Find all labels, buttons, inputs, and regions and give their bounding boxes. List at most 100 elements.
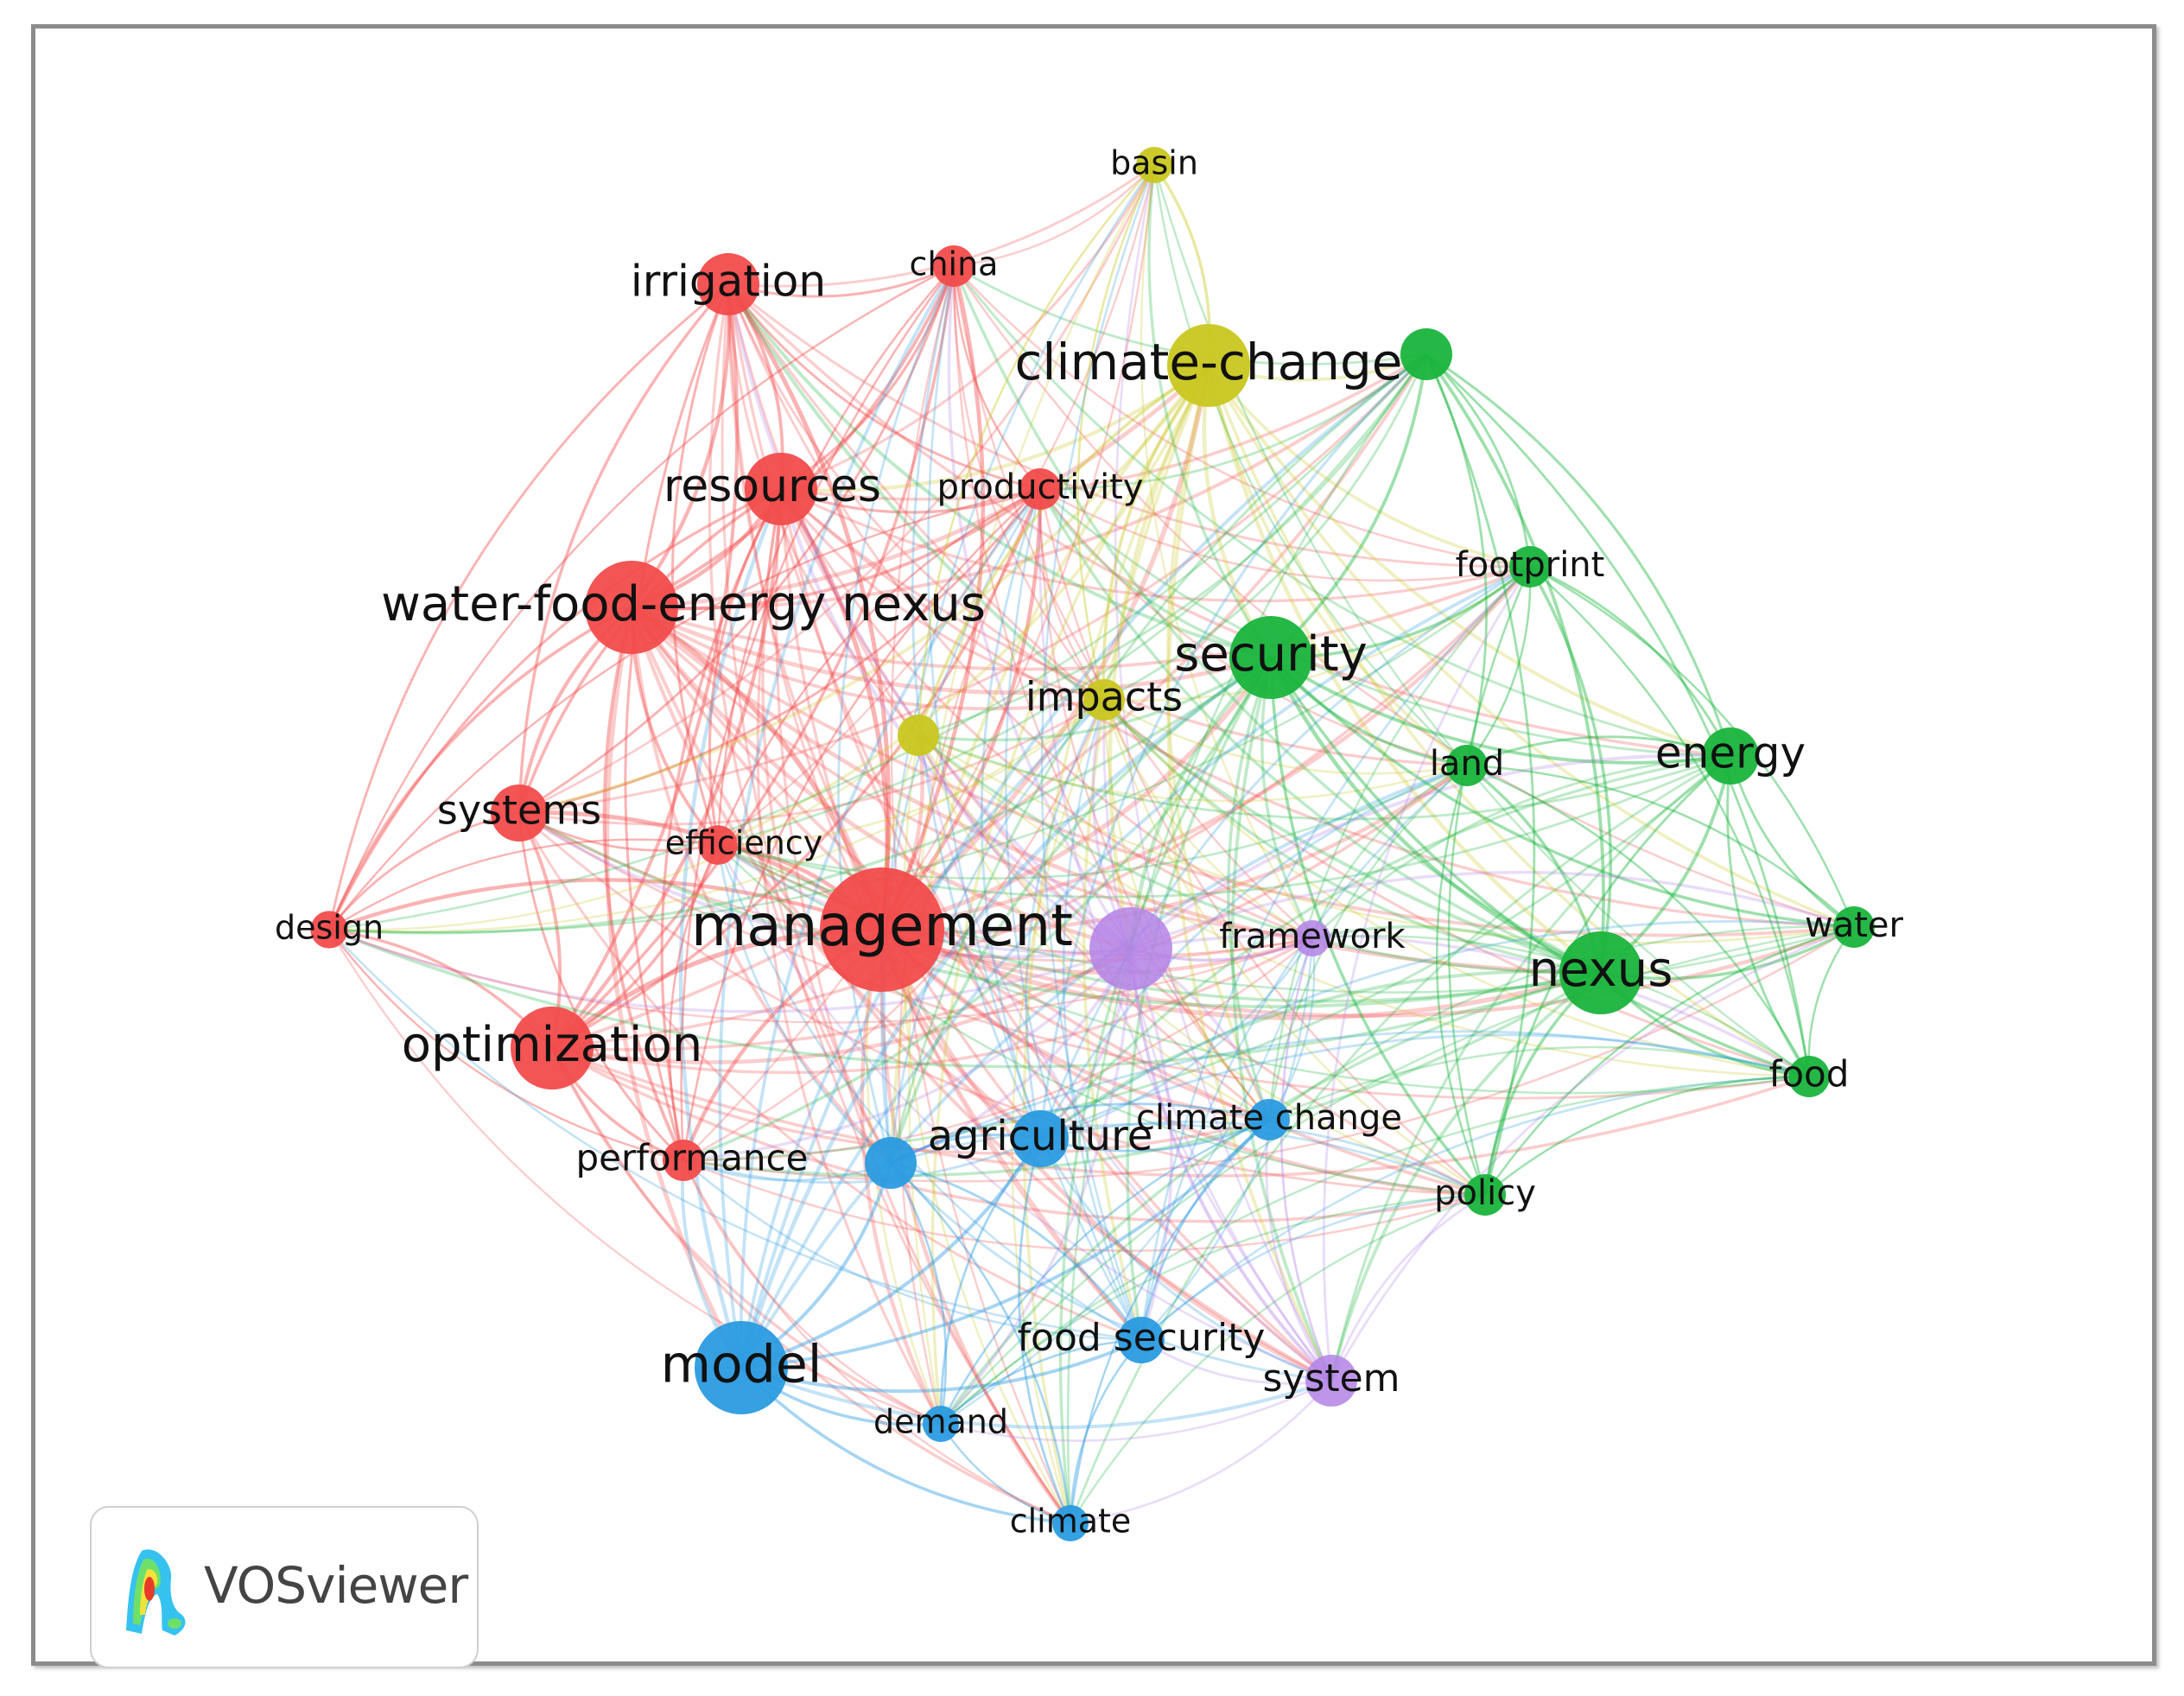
link-systems-performance (517, 812, 685, 1162)
link-climate-change-energy (1207, 364, 1731, 758)
link-management-land (881, 764, 1469, 935)
node-land[interactable] (1446, 745, 1488, 786)
node-label-climate: climate (1010, 1502, 1132, 1540)
node-food-security[interactable] (1118, 1317, 1165, 1363)
link-climate-blue-small (890, 1162, 1072, 1524)
link-performance-water (682, 925, 1855, 1183)
node-productivity[interactable] (1019, 468, 1061, 510)
node-energy[interactable] (1702, 727, 1759, 784)
node-systems[interactable] (491, 784, 548, 842)
link-model-climate (740, 1366, 1071, 1525)
link-climate-change-climate-change-2 (1165, 365, 1271, 1121)
node-impacts[interactable] (1083, 679, 1125, 721)
link-efficiency-framework (717, 843, 1313, 956)
link-climate-change-impacts (1102, 364, 1210, 701)
link-water-food-energy-nexus-agriculture (630, 607, 1042, 1140)
node-label-water: water (1805, 905, 1904, 945)
link-optimization-resources (550, 488, 784, 1050)
link-footprint-policy (1447, 566, 1532, 1196)
link-optimization-framework (551, 937, 1313, 1075)
node-water[interactable] (1833, 906, 1875, 948)
link-food-security-framework (1140, 937, 1314, 1341)
link-systems-climate-change (518, 364, 1210, 815)
link-water-food-energy-nexus-climate-change (631, 364, 1210, 610)
node-label-land: land (1430, 744, 1504, 784)
link-demand-blue-small (889, 1162, 948, 1425)
node-food[interactable] (1788, 1056, 1830, 1097)
node-performance[interactable] (663, 1140, 704, 1181)
link-systems-policy (518, 811, 1486, 1197)
node-purple-big[interactable] (1089, 907, 1172, 990)
link-efficiency-impacts (717, 699, 1105, 847)
node-water-food-energy-nexus[interactable] (585, 561, 678, 654)
link-climate-change-water (1207, 365, 1855, 929)
link-food-policy (1484, 1075, 1810, 1196)
link-water-food-energy-nexus-performance (602, 607, 685, 1161)
link-basin-blue-small (883, 164, 1156, 1164)
link-water-food-energy-nexus-purple-big (630, 606, 1132, 951)
link-resources-basin (780, 164, 1156, 491)
node-china[interactable] (933, 245, 975, 287)
link-food-security-purple-big (1129, 948, 1173, 1341)
link-basin-land (1152, 164, 1468, 766)
node-management[interactable] (820, 867, 944, 992)
node-policy[interactable] (1464, 1174, 1506, 1216)
link-food-land (1466, 764, 1811, 1077)
link-land-framework (1311, 764, 1468, 939)
link-yellow-small-land (917, 734, 1468, 803)
node-resources[interactable] (745, 453, 817, 525)
link-management-policy (880, 928, 1486, 1197)
link-design-security (328, 656, 1272, 935)
node-optimization[interactable] (511, 1007, 594, 1089)
link-demand-purple-big (939, 948, 1133, 1426)
link-performance-framework (682, 937, 1313, 1162)
node-design[interactable] (310, 911, 348, 949)
link-agriculture-demand (939, 1138, 1042, 1425)
vosviewer-logo-badge: VOSviewer (90, 1506, 479, 1668)
node-irrigation[interactable] (697, 253, 759, 315)
node-layer (310, 147, 1875, 1541)
link-basin-yellow-small (917, 164, 1155, 736)
link-china-productivity (952, 265, 1041, 490)
link-resources-framework (779, 488, 1313, 940)
node-climate-change[interactable] (1167, 324, 1250, 407)
node-agriculture[interactable] (1012, 1110, 1069, 1167)
link-demand-climate (940, 1423, 1071, 1525)
link-efficiency-basin (717, 164, 1156, 846)
link-irrigation-productivity (727, 283, 1041, 491)
node-climate-change-2[interactable] (1248, 1099, 1290, 1140)
link-optimization-green-small (551, 353, 1428, 1050)
node-model[interactable] (695, 1321, 788, 1414)
link-energy-purple-big (1129, 753, 1731, 950)
node-footprint[interactable] (1509, 546, 1551, 588)
link-performance-security (682, 657, 1273, 1162)
node-climate[interactable] (1052, 1505, 1089, 1541)
node-label-security: security (1174, 626, 1368, 683)
node-label-food: food (1769, 1053, 1850, 1096)
node-efficiency[interactable] (698, 825, 738, 865)
node-label-design: design (275, 909, 384, 947)
link-impacts-framework (1102, 699, 1313, 940)
node-system[interactable] (1305, 1355, 1357, 1407)
node-green-small[interactable] (1400, 328, 1452, 380)
node-basin[interactable] (1136, 147, 1172, 183)
link-nexus-green-small (1425, 353, 1605, 974)
link-irrigation-systems (517, 283, 730, 814)
link-resources-climate-change (780, 364, 1210, 492)
link-water-food-energy-nexus-model (605, 607, 744, 1369)
link-management-resources (778, 487, 890, 931)
link-irrigation-climate (721, 283, 1072, 1524)
link-design-impacts (328, 699, 1105, 933)
link-resources-design (327, 487, 782, 931)
link-climate-change-food (1207, 365, 1810, 1078)
node-demand[interactable] (923, 1406, 959, 1442)
node-blue-small[interactable] (865, 1137, 917, 1189)
link-systems-design (327, 811, 520, 931)
node-yellow-small[interactable] (898, 715, 939, 756)
link-systems-china (518, 265, 956, 815)
link-basin-impacts (1076, 164, 1156, 701)
node-security[interactable] (1229, 616, 1312, 699)
link-performance-policy (682, 1159, 1486, 1252)
node-nexus[interactable] (1559, 931, 1642, 1014)
node-framework[interactable] (1294, 920, 1330, 956)
